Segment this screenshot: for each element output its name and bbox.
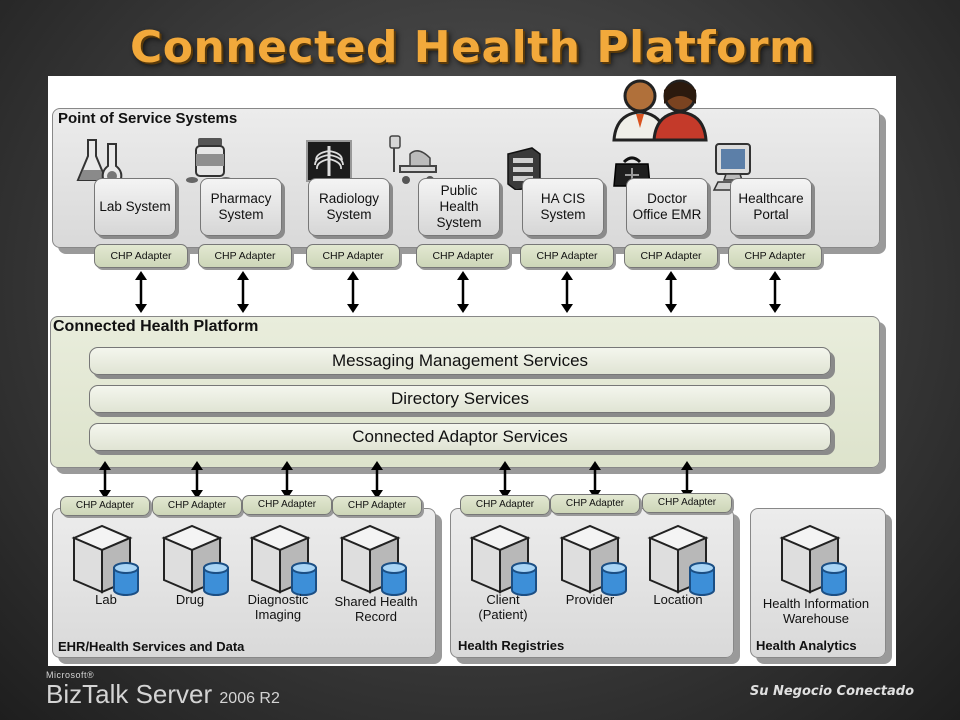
arrow-lab-system xyxy=(135,271,147,313)
arrow-healthcare-portal xyxy=(769,271,781,313)
pharmacy-system-box: Pharmacy System xyxy=(200,178,282,236)
point-of-service-title: Point of Service Systems xyxy=(58,110,238,127)
store-label-provider: Provider xyxy=(565,592,615,607)
arrow-ehr-drug xyxy=(191,461,203,499)
tagline: Su Negocio Conectado xyxy=(749,684,914,699)
lab-system-box: Lab System xyxy=(94,178,176,236)
public-health-system-box: Public Health System xyxy=(418,178,500,236)
chp-adapter-registry-client: CHP Adapter xyxy=(460,495,550,515)
chp-adapter-ha-cis: CHP Adapter xyxy=(520,244,614,268)
users-icon xyxy=(612,79,708,142)
database-server-icon xyxy=(339,524,407,596)
healthcare-portal-box: Healthcare Portal xyxy=(730,178,812,236)
arrow-doctor-office xyxy=(665,271,677,313)
arrow-registry-provider xyxy=(589,461,601,499)
arrow-public-health xyxy=(457,271,469,313)
store-label-shared-health-record: Shared Health Record xyxy=(334,594,418,624)
store-label-drug: Drug xyxy=(175,592,205,607)
store-label-location: Location xyxy=(653,592,703,607)
brand-version: 2006 R2 xyxy=(219,690,280,707)
store-label-health-information-warehouse: Health Information Warehouse xyxy=(762,596,870,626)
messaging-management-services: Messaging Management Services xyxy=(89,347,831,375)
connected-adaptor-services: Connected Adaptor Services xyxy=(89,423,831,451)
chp-adapter-ehr-drug: CHP Adapter xyxy=(152,496,242,516)
registries-title: Health Registries xyxy=(458,638,565,653)
arrow-ha-cis xyxy=(561,271,573,313)
ehr-title: EHR/Health Services and Data xyxy=(58,639,245,654)
database-server-icon xyxy=(469,524,537,596)
database-server-icon xyxy=(779,524,847,596)
doctor-office-emr-box: Doctor Office EMR xyxy=(626,178,708,236)
chp-adapter-registry-location: CHP Adapter xyxy=(642,493,732,513)
chp-adapter-public-health: CHP Adapter xyxy=(416,244,510,268)
platform-title: Connected Health Platform xyxy=(53,318,259,335)
chp-adapter-radiology: CHP Adapter xyxy=(306,244,400,268)
database-server-icon xyxy=(161,524,229,596)
brand-product: BizTalk Server xyxy=(46,679,213,709)
database-server-icon xyxy=(249,524,317,596)
database-server-icon xyxy=(71,524,139,596)
chp-adapter-healthcare-portal: CHP Adapter xyxy=(728,244,822,268)
arrow-registry-client xyxy=(499,461,511,499)
slide-title: Connected Health Platform xyxy=(130,22,816,73)
analytics-title: Health Analytics xyxy=(756,638,857,653)
connected-health-platform-panel: Connected Health Platform Messaging Mana… xyxy=(50,316,880,468)
brand-maker: Microsoft® xyxy=(46,670,95,680)
chp-adapter-ehr-record: CHP Adapter xyxy=(332,496,422,516)
store-label-diagnostic-imaging: Diagnostic Imaging xyxy=(247,592,309,622)
arrow-ehr-lab xyxy=(99,461,111,499)
chp-adapter-pharmacy: CHP Adapter xyxy=(198,244,292,268)
database-server-icon xyxy=(647,524,715,596)
arrow-pharmacy xyxy=(237,271,249,313)
arrow-radiology xyxy=(347,271,359,313)
biztalk-logo: Microsoft® BizTalk Server 2006 R2 xyxy=(46,670,280,713)
chp-adapter-ehr-imaging: CHP Adapter xyxy=(242,495,332,515)
chp-adapter-lab-system: CHP Adapter xyxy=(94,244,188,268)
chp-adapter-registry-provider: CHP Adapter xyxy=(550,494,640,514)
chp-adapter-ehr-lab: CHP Adapter xyxy=(60,496,150,516)
directory-services: Directory Services xyxy=(89,385,831,413)
store-label-lab: Lab xyxy=(95,592,117,607)
arrow-ehr-record xyxy=(371,461,383,499)
database-server-icon xyxy=(559,524,627,596)
chp-adapter-doctor-office: CHP Adapter xyxy=(624,244,718,268)
store-label-client: Client (Patient) xyxy=(478,592,528,622)
architecture-diagram: Point of Service Systems xyxy=(48,76,896,666)
arrow-registry-location xyxy=(681,461,693,499)
arrow-ehr-imaging xyxy=(281,461,293,499)
radiology-system-box: Radiology System xyxy=(308,178,390,236)
ha-cis-system-box: HA CIS System xyxy=(522,178,604,236)
